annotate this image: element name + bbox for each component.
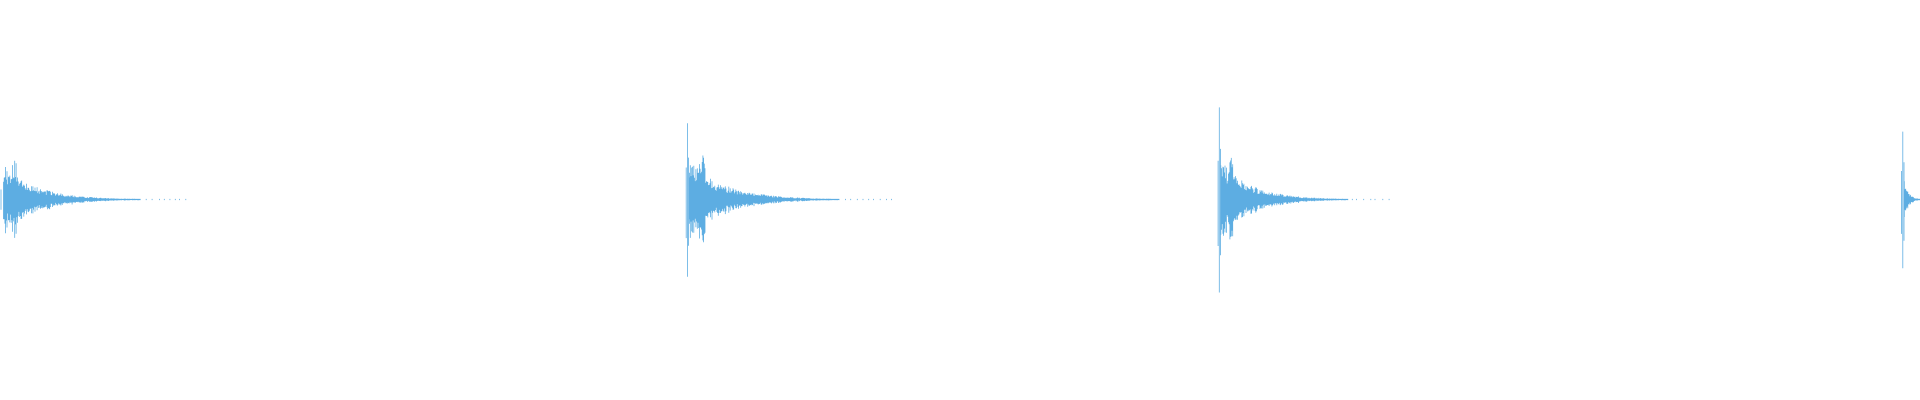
transient-hit-1: [0, 160, 187, 238]
transient-hit-1-trace: [0, 160, 187, 238]
transient-hit-2: [685, 123, 892, 277]
waveform-transients: [0, 107, 1920, 293]
transient-hit-2-trace: [685, 123, 892, 277]
transient-hit-3: [1217, 107, 1390, 293]
transient-hit-4-trace: [1901, 131, 1920, 269]
transient-hit-3-trace: [1217, 107, 1390, 293]
transient-hit-4: [1901, 131, 1920, 269]
